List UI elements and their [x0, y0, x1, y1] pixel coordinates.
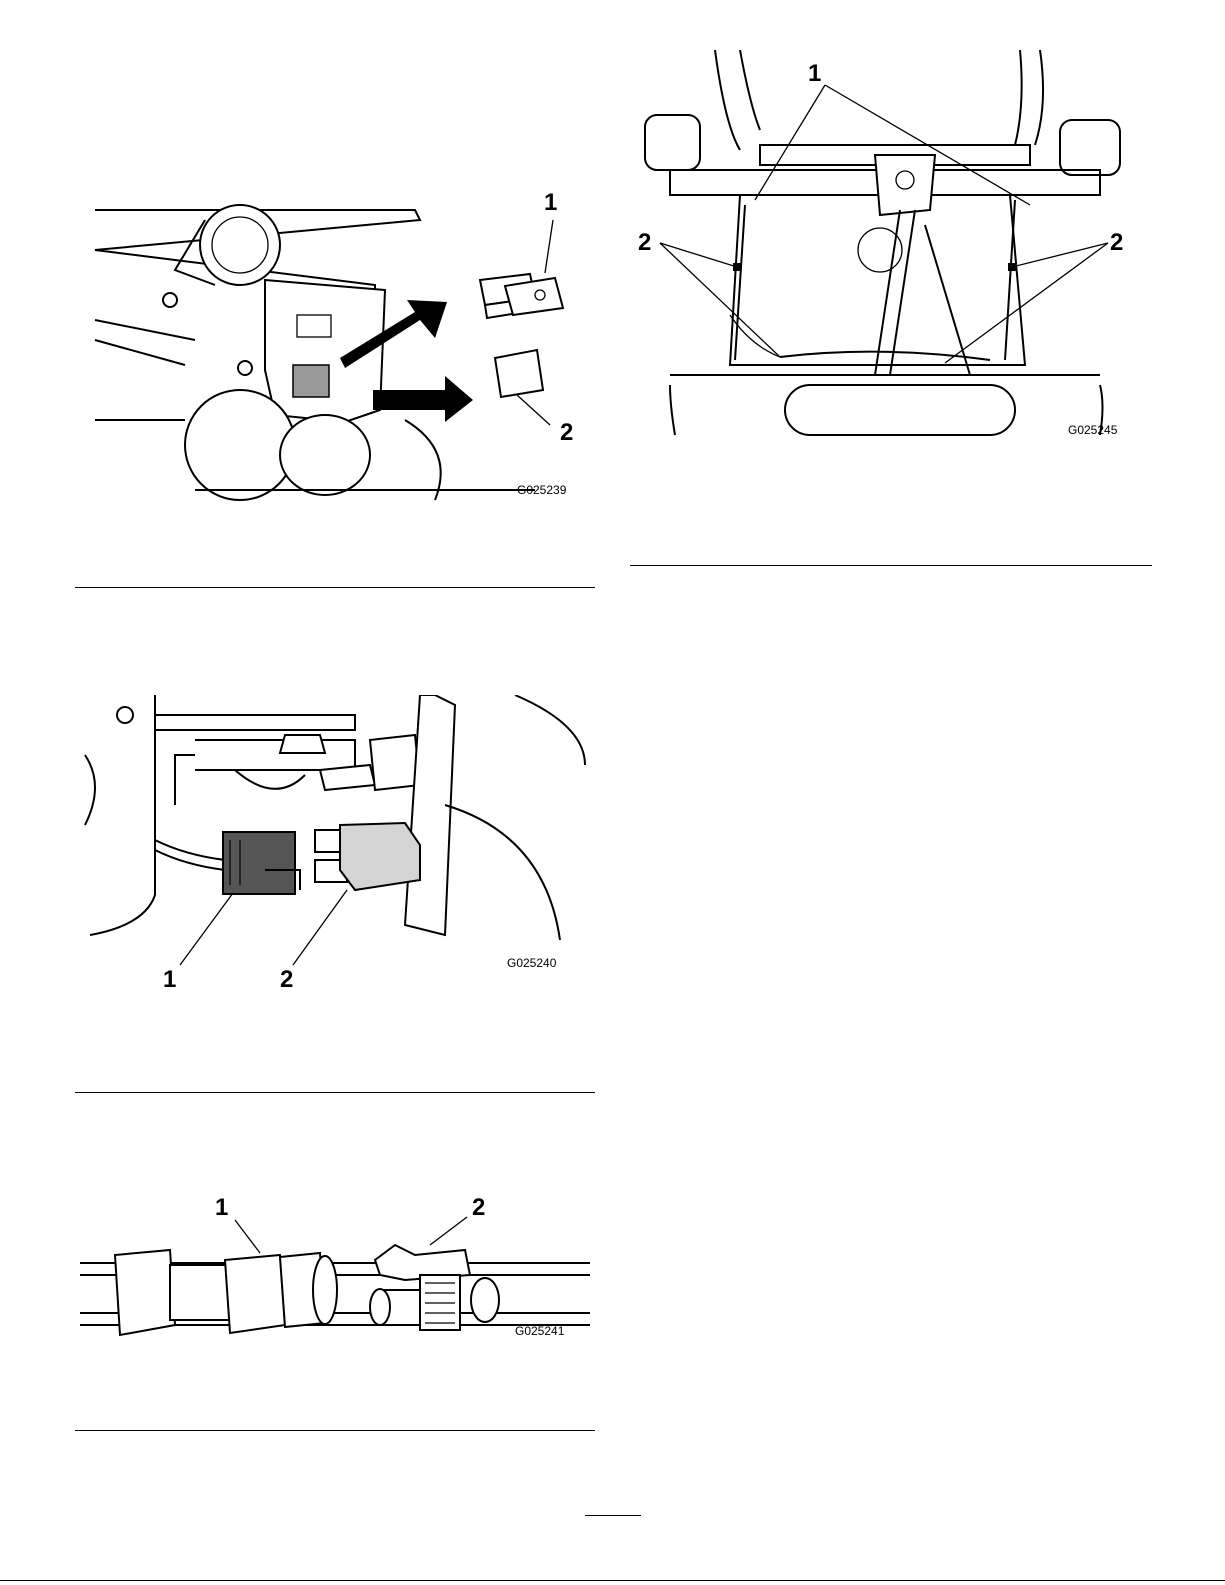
page-number-mark	[585, 1515, 641, 1516]
hole-plug	[495, 350, 543, 397]
figure-separator	[75, 587, 595, 588]
figure-separator	[630, 565, 1152, 566]
figure-separator	[75, 1092, 595, 1093]
graphic-code: G025241	[515, 1324, 565, 1338]
graphic-code: G025239	[517, 483, 567, 497]
graphic-code: G025245	[1068, 423, 1118, 437]
wire-connector	[115, 1250, 337, 1335]
callout-label: 2	[1110, 229, 1123, 256]
figure-relay-connector: 1 2 G025240	[75, 695, 595, 1005]
harness-clip	[370, 1245, 499, 1330]
right-work-light	[1060, 120, 1120, 175]
figure-seat-harness: 1 2 2 G025245	[630, 45, 1150, 455]
callout-label: 1	[163, 966, 176, 993]
figure-separator	[75, 1430, 595, 1431]
callout-label: 1	[215, 1195, 228, 1221]
figure-switch-install: 1 2 G025239	[75, 190, 595, 505]
callout-label: 2	[638, 229, 651, 256]
remove-arrow	[373, 376, 473, 422]
callout-label: 2	[560, 419, 573, 446]
callout-label: 1	[808, 60, 821, 87]
figure-harness-illustration: 1 2 2 G025245	[630, 45, 1150, 455]
switch-opening	[293, 365, 329, 397]
callout-label: 2	[472, 1195, 485, 1221]
figure-connector-illustration: 1 2 G025241	[75, 1195, 595, 1375]
left-work-light	[645, 115, 700, 170]
page-bottom-rule	[0, 1580, 1225, 1581]
canister	[785, 385, 1015, 435]
figure-switch-illustration: 1 2 G025239	[75, 190, 595, 505]
graphic-code: G025240	[507, 956, 557, 970]
callout-label: 1	[544, 190, 557, 216]
rocker-switch	[480, 274, 563, 318]
figure-inline-connector: 1 2 G025241	[75, 1195, 595, 1375]
figure-relay-illustration: 1 2 G025240	[75, 695, 595, 1005]
callout-label: 2	[280, 966, 293, 993]
relay	[315, 823, 420, 890]
relay-socket	[223, 832, 300, 894]
